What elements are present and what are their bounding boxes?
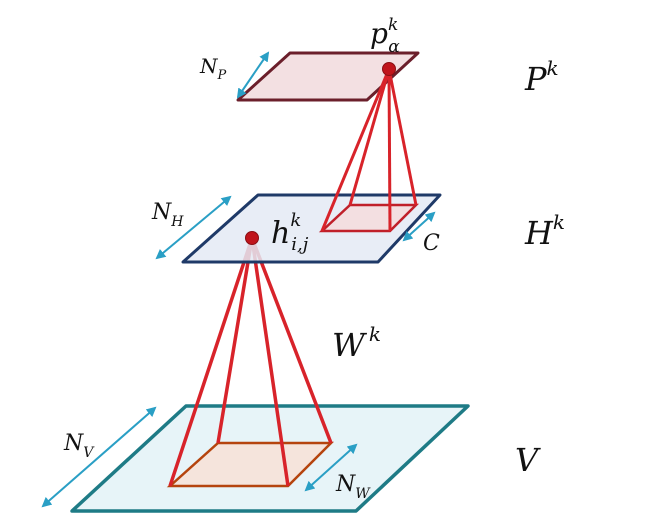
pooling-pyramid bbox=[320, 68, 418, 232]
label-visible-layer: V bbox=[515, 441, 541, 479]
label-hidden-layer: Hk bbox=[524, 210, 565, 252]
c-dimension-arrow bbox=[402, 211, 436, 242]
label-np: NP bbox=[199, 54, 227, 83]
label-nw: NW bbox=[335, 472, 371, 502]
nv-dimension-arrow bbox=[41, 406, 157, 508]
label-pooling-layer: Pk bbox=[524, 56, 559, 98]
pooling-unit-node bbox=[382, 62, 396, 76]
hidden-unit-node bbox=[245, 231, 259, 245]
nh-dimension-arrow bbox=[155, 195, 232, 260]
label-nv: NV bbox=[63, 431, 95, 461]
label-c: C bbox=[423, 231, 440, 256]
nw-dimension-arrow bbox=[304, 443, 358, 492]
label-nh: NH bbox=[151, 200, 184, 230]
filter-pyramid-w bbox=[168, 237, 333, 487]
np-dimension-arrow bbox=[236, 51, 270, 99]
